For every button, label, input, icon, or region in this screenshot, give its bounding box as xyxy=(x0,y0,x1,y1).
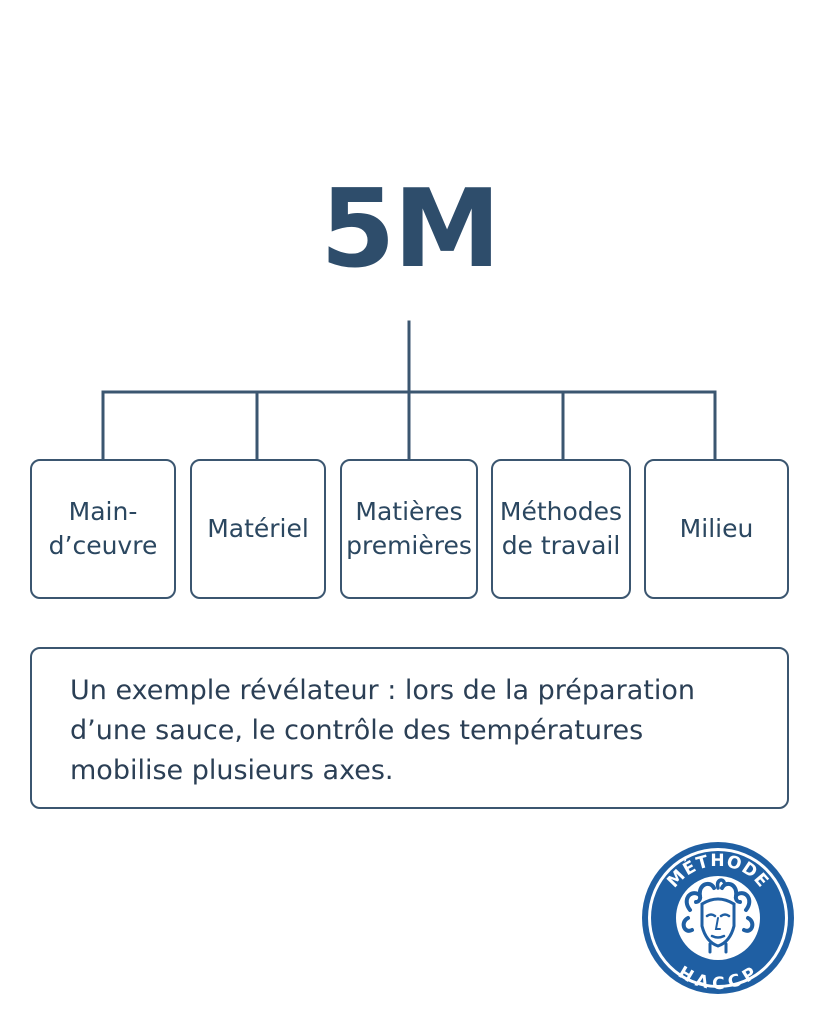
category-box-methodes-de-travail: Méthodes de travail xyxy=(491,459,631,599)
category-label-matieres-premieres: Matières premières xyxy=(346,497,472,560)
category-box-main-d-oeuvre: Main- d’ceuvre xyxy=(30,459,176,599)
methode-haccp-logo: MÉTHODE HACCP xyxy=(642,842,794,994)
category-label-milieu: Milieu xyxy=(679,514,754,543)
medusa-head-icon xyxy=(681,878,755,954)
category-label-main-d-oeuvre: Main- d’ceuvre xyxy=(48,497,158,560)
category-box-milieu: Milieu xyxy=(644,459,789,599)
category-box-materiel: Matériel xyxy=(190,459,326,599)
example-text-box: Un exemple révélateur : lors de la prépa… xyxy=(30,647,789,809)
category-label-materiel: Matériel xyxy=(207,514,309,543)
category-label-methodes-de-travail: Méthodes de travail xyxy=(499,497,623,560)
diagram-title: 5M xyxy=(320,167,501,292)
category-box-matieres-premieres: Matières premières xyxy=(340,459,478,599)
